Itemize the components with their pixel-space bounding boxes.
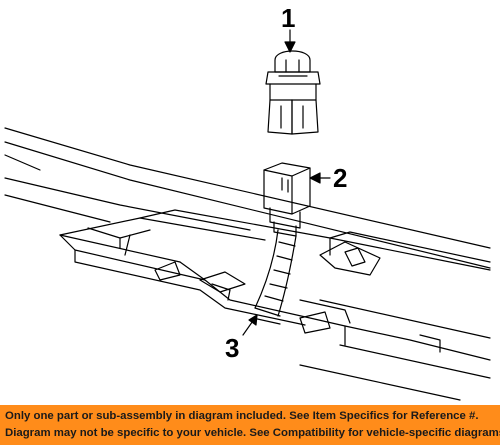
callout-leader-2 (309, 172, 331, 184)
callout-number-2: 2 (333, 163, 347, 193)
roof-panel (4, 127, 491, 401)
bulb-part (265, 50, 321, 135)
callout-number-3: 3 (225, 333, 239, 363)
callout-leader-3 (242, 314, 258, 336)
disclaimer-banner: Only one part or sub-assembly in diagram… (0, 405, 500, 445)
parts-diagram: 1 2 3 (4, 3, 491, 401)
socket-part (263, 162, 311, 237)
wiring-harness-part (252, 229, 297, 325)
callout-number-1: 1 (281, 3, 295, 33)
disclaimer-line-1: Only one part or sub-assembly in diagram… (5, 410, 479, 422)
disclaimer-line-2: Diagram may not be specific to your vehi… (5, 427, 500, 439)
callout-leader-1 (284, 29, 296, 53)
